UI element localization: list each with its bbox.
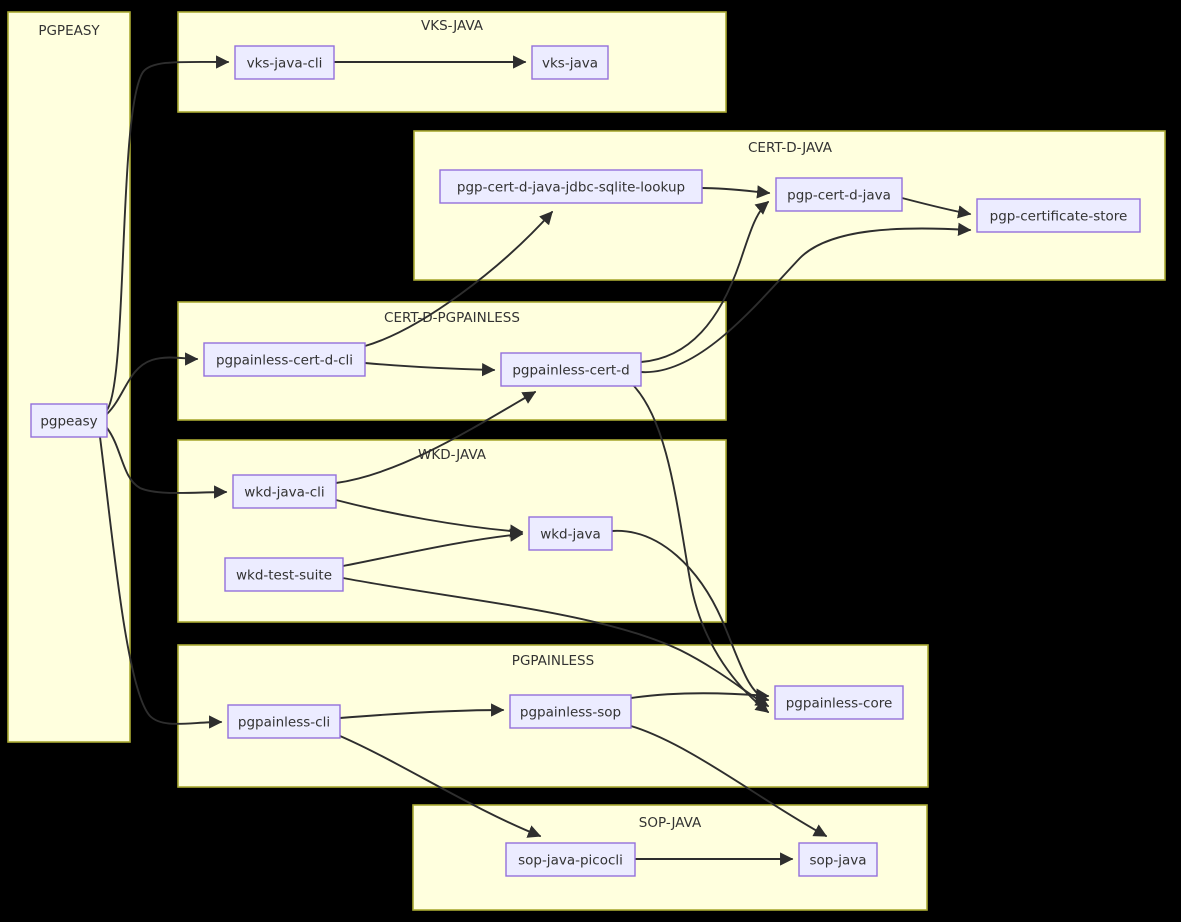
cluster-wkd-java: WKD-JAVA xyxy=(177,439,727,623)
edge-pgpainless-cli-to-sop-java-picocli xyxy=(339,735,542,838)
edge-group xyxy=(99,55,972,866)
edge-wkd-test-suite-to-pgpainless-core xyxy=(342,577,770,707)
node-box-pgpainless-cli[interactable] xyxy=(227,704,341,739)
node-pgpainless-cert-d-cli[interactable]: pgpainless-cert-d-cli xyxy=(203,342,366,377)
node-label-vks-java-cli: vks-java-cli xyxy=(247,56,323,72)
node-pgpainless-core[interactable]: pgpainless-core xyxy=(774,685,904,720)
node-pgpainless-sop[interactable]: pgpainless-sop xyxy=(509,694,632,729)
node-label-pgpainless-core: pgpainless-core xyxy=(786,696,893,712)
edge-wkd-java-to-pgpainless-core xyxy=(611,530,770,703)
edge-pgpainless-cert-d-to-pgpainless-core xyxy=(633,385,770,713)
node-pgpainless-cli[interactable]: pgpainless-cli xyxy=(227,704,341,739)
node-label-wkd-java-cli: wkd-java-cli xyxy=(244,485,324,501)
node-wkd-test-suite[interactable]: wkd-test-suite xyxy=(224,557,344,592)
cluster-box-pgpeasy xyxy=(7,11,131,743)
node-label-pgpeasy: pgpeasy xyxy=(40,414,97,430)
node-box-pgp-cert-d-java[interactable] xyxy=(775,177,903,212)
node-label-pgp-certificate-store: pgp-certificate-store xyxy=(990,209,1128,225)
edge-wkd-java-cli-to-pgpainless-cert-d xyxy=(335,391,537,484)
edge-pgpeasy-to-pgpainless-cert-d-cli xyxy=(106,352,199,415)
node-box-pgpainless-core[interactable] xyxy=(774,685,904,720)
node-label-pgpainless-cli: pgpainless-cli xyxy=(238,715,330,731)
cluster-pgpeasy: PGPEASY xyxy=(7,11,131,743)
node-box-pgp-cert-d-java-jdbc-sqlite-lookup[interactable] xyxy=(439,169,703,204)
edge-pgpainless-cert-d-cli-to-pgp-cert-d-java-jdbc-sqlite-lookup xyxy=(364,211,553,347)
edge-pgp-cert-d-java-jdbc-sqlite-lookup-to-pgp-cert-d-java xyxy=(701,185,771,199)
node-box-pgpainless-cert-d-cli[interactable] xyxy=(203,342,366,377)
node-box-wkd-java-cli[interactable] xyxy=(232,474,337,509)
node-label-pgpainless-cert-d: pgpainless-cert-d xyxy=(512,363,629,379)
node-pgp-cert-d-java-jdbc-sqlite-lookup[interactable]: pgp-cert-d-java-jdbc-sqlite-lookup xyxy=(439,169,703,204)
node-label-wkd-java: wkd-java xyxy=(540,527,601,543)
node-label-pgpainless-cert-d-cli: pgpainless-cert-d-cli xyxy=(216,353,353,369)
node-label-sop-java: sop-java xyxy=(809,853,866,869)
edge-pgpainless-cert-d-to-pgp-certificate-store xyxy=(640,222,972,373)
node-box-wkd-java[interactable] xyxy=(528,516,613,551)
edge-pgpeasy-to-vks-java-cli xyxy=(106,55,230,411)
node-pgpainless-cert-d[interactable]: pgpainless-cert-d xyxy=(500,352,642,387)
node-label-wkd-test-suite: wkd-test-suite xyxy=(236,568,332,584)
edge-pgpainless-cli-to-pgpainless-sop xyxy=(339,703,505,719)
cluster-label-sop-java: SOP-JAVA xyxy=(639,815,702,831)
node-label-pgp-cert-d-java-jdbc-sqlite-lookup: pgp-cert-d-java-jdbc-sqlite-lookup xyxy=(457,180,685,196)
node-vks-java[interactable]: vks-java xyxy=(531,45,609,80)
cluster-label-cert-d-java: CERT-D-JAVA xyxy=(748,140,833,156)
edge-pgpainless-sop-to-pgpainless-core xyxy=(630,688,770,702)
node-box-pgpainless-sop[interactable] xyxy=(509,694,632,729)
edge-pgpainless-cert-d-cli-to-pgpainless-cert-d xyxy=(364,362,496,377)
edge-pgpainless-cert-d-to-pgp-cert-d-java xyxy=(640,201,770,363)
node-box-vks-java-cli[interactable] xyxy=(234,45,335,80)
node-box-sop-java-picocli[interactable] xyxy=(505,842,636,877)
node-box-pgp-certificate-store[interactable] xyxy=(976,198,1141,233)
node-box-sop-java[interactable] xyxy=(798,842,878,877)
cluster-label-vks-java: VKS-JAVA xyxy=(421,18,484,34)
node-sop-java[interactable]: sop-java xyxy=(798,842,878,877)
cluster-label-pgpeasy: PGPEASY xyxy=(38,23,100,39)
node-group: pgpeasy vks-java-cli vks-java pgp-cert-d-ja… xyxy=(30,45,1141,877)
edge-pgpeasy-to-wkd-java-cli xyxy=(106,427,228,499)
cluster-label-wkd-java: WKD-JAVA xyxy=(418,447,487,463)
node-label-sop-java-picocli: sop-java-picocli xyxy=(518,853,623,869)
edge-pgpeasy-to-pgpainless-cli xyxy=(99,436,223,729)
node-box-wkd-test-suite[interactable] xyxy=(224,557,344,592)
node-label-pgpainless-sop: pgpainless-sop xyxy=(520,705,621,721)
node-wkd-java-cli[interactable]: wkd-java-cli xyxy=(232,474,337,509)
edge-wkd-test-suite-to-wkd-java xyxy=(342,528,524,567)
edge-pgp-cert-d-java-to-pgp-certificate-store xyxy=(901,197,972,219)
node-sop-java-picocli[interactable]: sop-java-picocli xyxy=(505,842,636,877)
cluster-group: PGPEASY VKS-JAVA CERT-D-JAVA CERT-D-PGPAINL… xyxy=(7,11,1166,911)
node-vks-java-cli[interactable]: vks-java-cli xyxy=(234,45,335,80)
node-pgpeasy[interactable]: pgpeasy xyxy=(30,403,108,438)
cluster-box-wkd-java xyxy=(177,439,727,623)
cluster-label-cert-d-pgpainless: CERT-D-PGPAINLESS xyxy=(384,310,520,326)
node-box-vks-java[interactable] xyxy=(531,45,609,80)
node-box-pgpeasy[interactable] xyxy=(30,403,108,438)
node-box-pgpainless-cert-d[interactable] xyxy=(500,352,642,387)
node-label-pgp-cert-d-java: pgp-cert-d-java xyxy=(787,188,891,204)
cluster-label-pgpainless: PGPAINLESS xyxy=(512,653,594,669)
edge-pgpainless-sop-to-sop-java xyxy=(630,725,828,837)
node-pgp-certificate-store[interactable]: pgp-certificate-store xyxy=(976,198,1141,233)
node-wkd-java[interactable]: wkd-java xyxy=(528,516,613,551)
edge-wkd-java-cli-to-wkd-java xyxy=(335,499,524,538)
node-pgp-cert-d-java[interactable]: pgp-cert-d-java xyxy=(775,177,903,212)
node-label-vks-java: vks-java xyxy=(542,56,598,72)
